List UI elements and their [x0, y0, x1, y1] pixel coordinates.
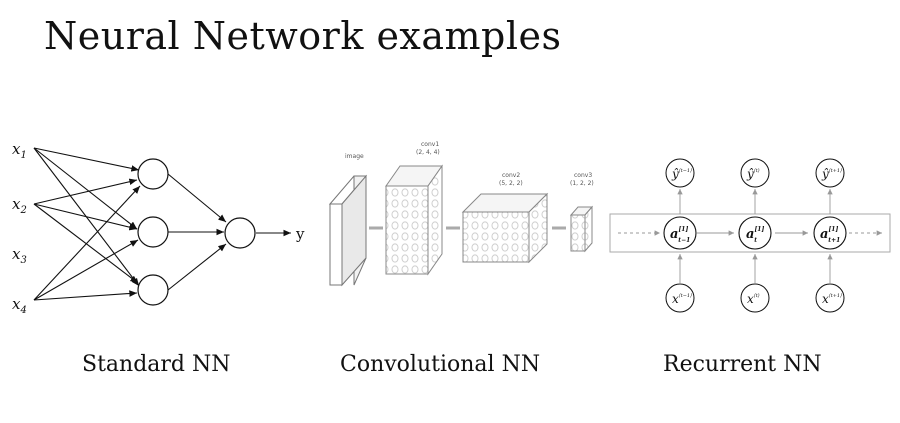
recurrent-nn: ŷ⟨t−1⟩ ŷ⟨t⟩ ŷ⟨t+1⟩ a[1]t−1 a[1]t a[1]t+1… [609, 158, 891, 313]
convolutional-nn: image conv1 (2, 4, 4) conv2 (5, 2, 2) [328, 141, 594, 287]
page-title: Neural Network examples [44, 14, 562, 58]
cnn-conv2-dims: (5, 2, 2) [499, 180, 523, 187]
cnn-conv1-label: conv1 [421, 141, 439, 148]
input-x1-label: x1 [12, 140, 27, 161]
hidden-neuron-3 [137, 274, 169, 306]
input-x3-label: x3 [12, 245, 27, 266]
cnn-conv3-label: conv3 [574, 172, 592, 179]
rnn-input-node-3 [815, 283, 845, 313]
cnn-conv2-label: conv2 [502, 172, 520, 179]
rnn-hidden-node-3 [813, 216, 847, 250]
rnn-input-2-label: x⟨t⟩ [747, 292, 760, 306]
cnn-conv3-dims: (1, 2, 2) [570, 180, 594, 187]
input-x4-label: x4 [12, 295, 27, 316]
standard-nn: x1 x2 x3 x4 y [12, 140, 305, 316]
cnn-conv2-layer [461, 192, 549, 264]
output-neuron [224, 217, 256, 249]
rnn-hidden-1-label: a[1]t−1 [670, 226, 690, 244]
cnn-conv1-dims: (2, 4, 4) [416, 149, 440, 156]
standard-nn-caption: Standard NN [82, 352, 231, 377]
rnn-hidden-node-1 [663, 216, 697, 250]
rnn-input-1-label: x⟨t−1⟩ [672, 292, 692, 306]
hidden-neuron-2 [137, 216, 169, 248]
rnn-vertical-arrows [677, 189, 833, 283]
rnn-unroll-box [609, 213, 891, 253]
cnn-conv1-layer [385, 164, 443, 276]
rnn-input-node-2 [740, 283, 770, 313]
input-connections [33, 147, 291, 301]
rnn-output-3-label: ŷ⟨t+1⟩ [821, 167, 842, 181]
cnn-image-label: image [345, 153, 364, 160]
rnn-output-1-label: ŷ⟨t−1⟩ [671, 167, 692, 181]
rnn-output-2-label: ŷ⟨t⟩ [746, 167, 760, 181]
rnn-input-node-1 [665, 283, 695, 313]
rnn-input-3-label: x⟨t+1⟩ [822, 292, 842, 306]
hidden-neuron-1 [137, 158, 169, 190]
rnn-output-node-3 [815, 158, 845, 188]
rnn-hidden-2-label: a[1]t [746, 226, 764, 244]
rnn-hidden-3-label: a[1]t+1 [820, 226, 840, 244]
rnn-hidden-node-2 [738, 216, 772, 250]
cnn-conv3-layer [569, 205, 594, 253]
cnn-image-layer [328, 174, 368, 287]
rnn-output-node-2 [740, 158, 770, 188]
convolutional-nn-caption: Convolutional NN [340, 352, 541, 377]
recurrent-nn-caption: Recurrent NN [663, 352, 822, 377]
output-y-label: y [295, 225, 305, 243]
input-x2-label: x2 [12, 195, 27, 216]
rnn-output-node-1 [665, 158, 695, 188]
